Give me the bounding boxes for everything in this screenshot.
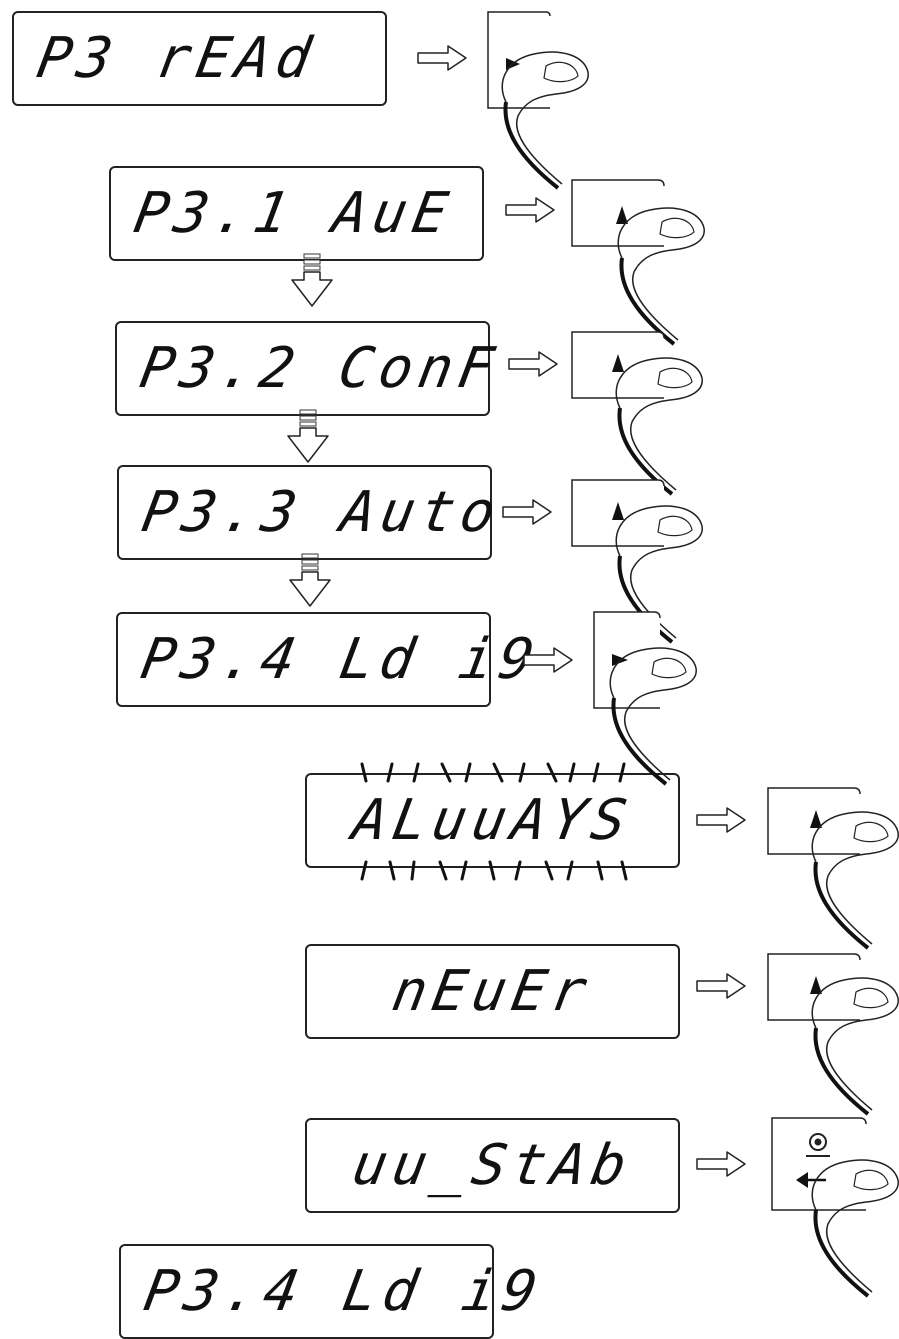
arrow-to-key-icon xyxy=(523,647,573,673)
arrow-right-key-icon xyxy=(487,11,591,190)
lcd-display-p3-1: P3.1 AuE xyxy=(109,166,484,261)
arrow-to-key-icon xyxy=(508,351,558,377)
arrow-to-key-icon xyxy=(505,197,555,223)
down-flow-arrow-icon xyxy=(287,409,329,463)
lcd-display-never: nEuEr xyxy=(305,944,680,1039)
arrow-to-key-icon xyxy=(696,1151,746,1177)
arrow-up-key-icon xyxy=(571,479,705,644)
arrow-to-key-icon xyxy=(502,499,552,525)
down-flow-arrow-icon xyxy=(291,253,333,307)
arrow-to-key-icon xyxy=(417,45,467,71)
blinking-indicator-icon xyxy=(360,762,628,881)
lcd-display-p3-4-result: P3.4 Ld i9 xyxy=(119,1244,548,1339)
arrow-to-key-icon xyxy=(696,807,746,833)
lcd-display-p3-4: P3.4 Ld i9 xyxy=(116,612,545,707)
arrow-up-key-icon xyxy=(767,953,899,1116)
lcd-display-p3-read: P3 rEAd xyxy=(12,11,387,106)
arrow-up-key-icon xyxy=(571,331,705,496)
arrow-up-key-icon xyxy=(571,179,707,346)
arrow-to-key-icon xyxy=(696,973,746,999)
lcd-display-p3-3: P3.3 Auto xyxy=(117,465,506,560)
lcd-display-w-stab: uu_StAb xyxy=(305,1118,680,1213)
arrow-right-key-icon xyxy=(593,611,699,786)
down-flow-arrow-icon xyxy=(289,553,331,607)
enter-key-icon xyxy=(771,1117,899,1298)
arrow-up-key-icon xyxy=(767,787,899,950)
lcd-display-always: ALuuAYS xyxy=(305,773,680,868)
lcd-display-p3-2: P3.2 ConF xyxy=(115,321,504,416)
